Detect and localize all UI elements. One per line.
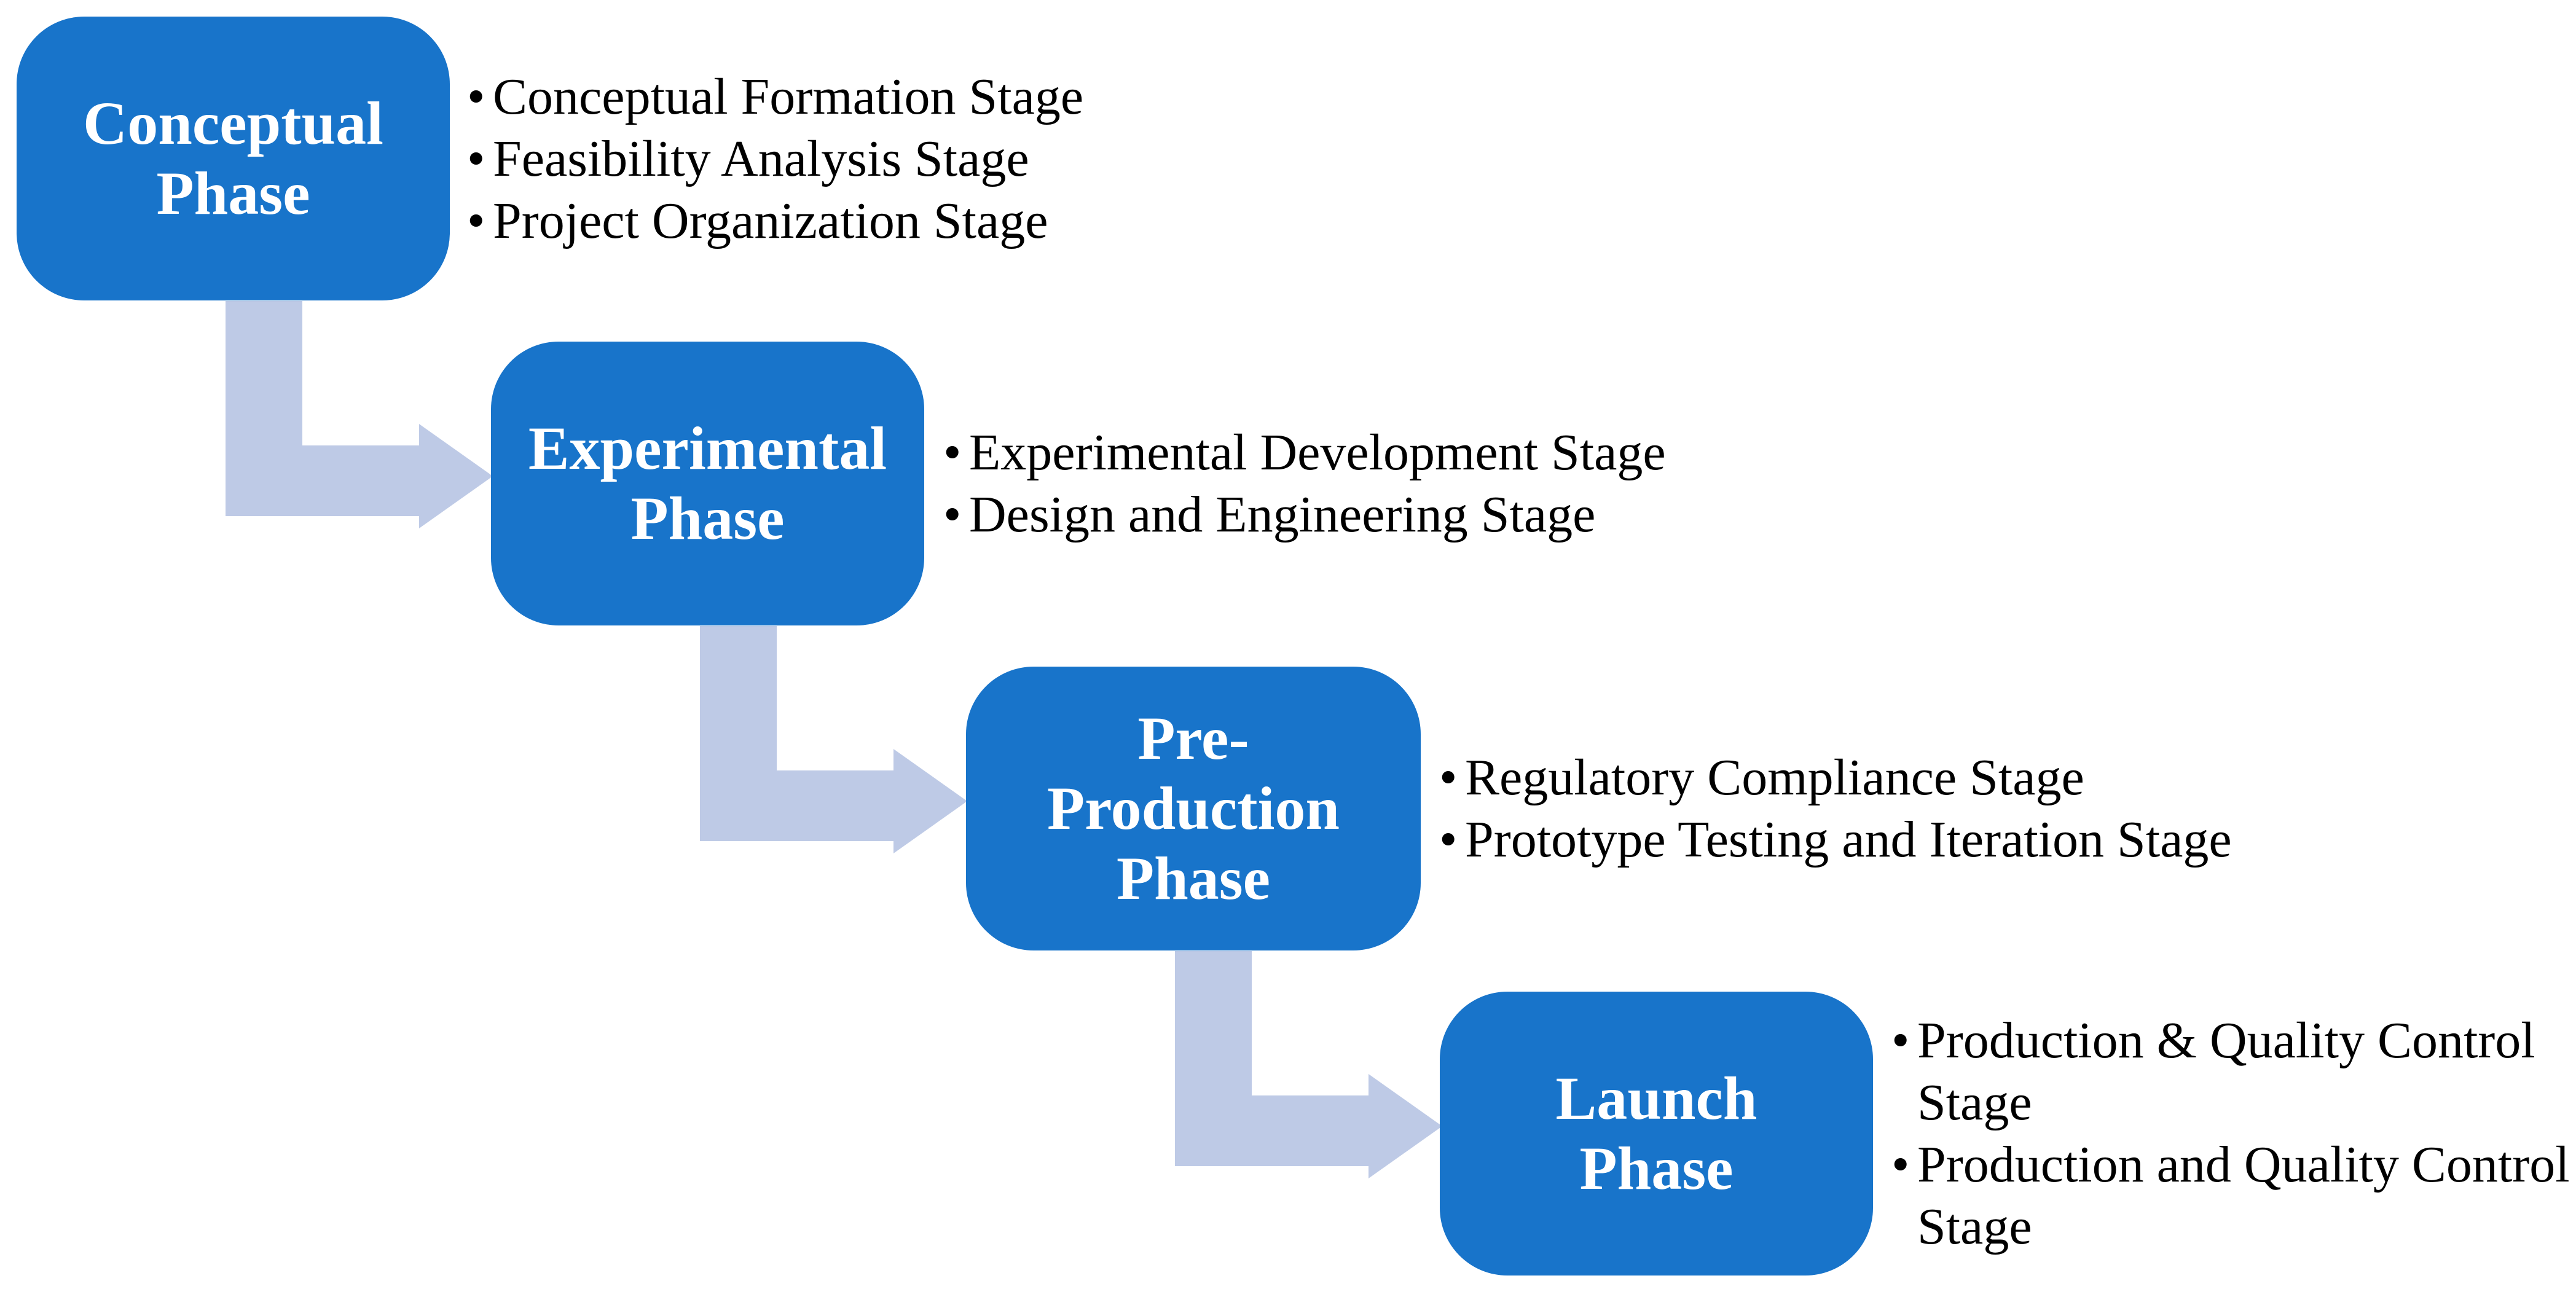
stage-label: Experimental Development Stage (969, 424, 1666, 481)
phase-title-line: Experimental (528, 414, 887, 482)
bullet-marker: • (467, 68, 485, 125)
stage-list-conceptual: •Conceptual Formation Stage •Feasibility… (467, 17, 1450, 300)
phase-title-line: Phase (156, 159, 310, 227)
elbow-arrow-icon (1175, 951, 1442, 1178)
stage-label: Feasibility Analysis Stage (493, 130, 1029, 187)
elbow-arrow-icon (700, 626, 967, 853)
stage-list-item: •Production & Quality Control Stage (1891, 1009, 2576, 1134)
stage-list-item: •Conceptual Formation Stage (467, 66, 1450, 128)
phase-title-line: Production (1047, 774, 1340, 842)
phase-box-pre-production: Pre- Production Phase (966, 667, 1421, 950)
stage-list-item: •Project Organization Stage (467, 190, 1450, 252)
stage-label: Production and Quality Control Stage (1917, 1136, 2570, 1255)
phase-title-line: Phase (630, 484, 785, 552)
elbow-arrow-shape (1175, 951, 1442, 1178)
bullet-marker: • (467, 130, 485, 187)
bullet-marker: • (943, 486, 962, 543)
stage-list-item: •Design and Engineering Stage (943, 484, 2111, 546)
phase-title-line: Phase (1117, 844, 1270, 912)
stage-list-item: •Experimental Development Stage (943, 421, 2111, 484)
phase-title-line: Conceptual (83, 89, 383, 157)
phase-box-conceptual: Conceptual Phase (17, 17, 450, 300)
bullet-marker: • (1439, 749, 1458, 806)
phase-title-line: Launch (1555, 1064, 1757, 1132)
phase-box-experimental: Experimental Phase (491, 342, 924, 625)
stage-label: Regulatory Compliance Stage (1465, 749, 2084, 806)
stage-list-experimental: •Experimental Development Stage •Design … (943, 342, 2111, 625)
phase-title-line: Pre- (1137, 704, 1249, 772)
elbow-arrow-icon (226, 301, 493, 528)
stage-list-pre-production: •Regulatory Compliance Stage •Prototype … (1439, 667, 2570, 950)
bullet-marker: • (1891, 1136, 1910, 1193)
bullet-marker: • (467, 192, 485, 249)
stage-label: Prototype Testing and Iteration Stage (1465, 811, 2232, 868)
stage-label: Project Organization Stage (493, 192, 1048, 249)
elbow-arrow-shape (226, 301, 493, 528)
stage-label: Design and Engineering Stage (969, 486, 1596, 543)
stage-list-item: •Prototype Testing and Iteration Stage (1439, 809, 2570, 871)
phase-box-launch: Launch Phase (1440, 992, 1873, 1275)
bullet-marker: • (1439, 811, 1458, 868)
elbow-arrow-shape (700, 626, 967, 853)
bullet-marker: • (1891, 1012, 1910, 1069)
stage-list-item: •Feasibility Analysis Stage (467, 128, 1450, 190)
stage-label: Conceptual Formation Stage (493, 68, 1084, 125)
bullet-marker: • (943, 424, 962, 481)
stage-list-launch: •Production & Quality Control Stage •Pro… (1891, 992, 2576, 1275)
stage-list-item: •Regulatory Compliance Stage (1439, 746, 2570, 809)
stage-list-item: •Production and Quality Control Stage (1891, 1134, 2576, 1258)
phase-title-line: Phase (1579, 1134, 1734, 1202)
stage-label: Production & Quality Control Stage (1917, 1012, 2535, 1131)
